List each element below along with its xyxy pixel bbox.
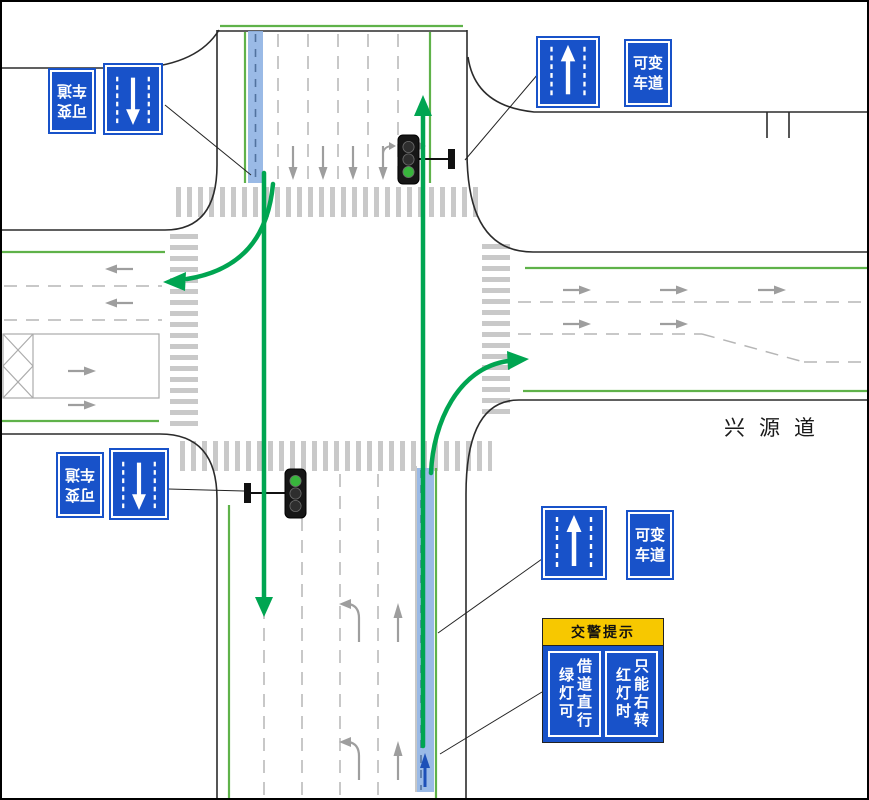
variable-lane-text-sign-middleleft: 可变 车道 xyxy=(58,454,102,516)
turn-to-east-arrow xyxy=(428,358,511,476)
curb-lines xyxy=(2,29,867,798)
sign-line-1: 可变 xyxy=(57,102,88,121)
police-left-col2: 借道直行 xyxy=(575,658,593,730)
police-sign-right-panel: 红灯时 只能右转 xyxy=(605,651,658,737)
traffic-light-north-icon xyxy=(397,134,455,185)
traffic-light-south-icon xyxy=(244,468,307,519)
variable-lane-arrow-icon xyxy=(116,74,150,125)
sign-line-1: 可变 xyxy=(634,525,665,544)
sign-line-2: 车道 xyxy=(65,466,96,484)
crosswalks xyxy=(170,187,510,471)
sign-line-2: 车道 xyxy=(632,74,663,92)
variable-lane-text-sign-topright: 可变 车道 xyxy=(626,41,670,105)
lane-edge-green-lines xyxy=(2,24,867,798)
lane-divider-lines xyxy=(4,34,867,797)
road-name-label: 兴源道 xyxy=(724,416,829,440)
sign-line-2: 车道 xyxy=(634,546,665,564)
police-right-col2: 只能右转 xyxy=(632,658,650,730)
police-sign-body: 绿灯可 借道直行 红灯时 只能右转 xyxy=(543,646,663,742)
variable-lane-arrow-sign-topleft xyxy=(105,65,161,133)
sign-line-1: 可变 xyxy=(65,486,96,505)
variable-lane-arrow-sign-middleleft xyxy=(111,450,167,518)
variable-lane-arrow-icon xyxy=(550,44,586,98)
variable-lane-arrow-icon xyxy=(122,459,156,510)
police-sign-header: 交警提示 xyxy=(543,619,663,646)
variable-lane-arrow-icon xyxy=(555,515,593,569)
police-notice-sign: 交警提示 绿灯可 借道直行 红灯时 只能右转 xyxy=(542,618,664,743)
movement-arrows xyxy=(163,95,529,749)
turn-to-west-arrow xyxy=(184,181,276,282)
variable-lane-arrow-sign-topright xyxy=(538,38,598,106)
hatched-area xyxy=(2,333,160,399)
sign-line-1: 可变 xyxy=(632,53,663,72)
sign-line-2: 车道 xyxy=(57,82,88,100)
police-left-col1: 绿灯可 xyxy=(557,667,575,721)
variable-lane-arrow-sign-bottomright xyxy=(543,508,605,578)
variable-lane-text-sign-bottomright: 可变 车道 xyxy=(628,512,672,578)
police-right-col1: 红灯时 xyxy=(614,667,632,721)
callout-lines xyxy=(164,73,543,755)
police-sign-left-panel: 绿灯可 借道直行 xyxy=(548,651,601,737)
variable-lane-text-sign-topleft: 可变 车道 xyxy=(50,70,94,132)
